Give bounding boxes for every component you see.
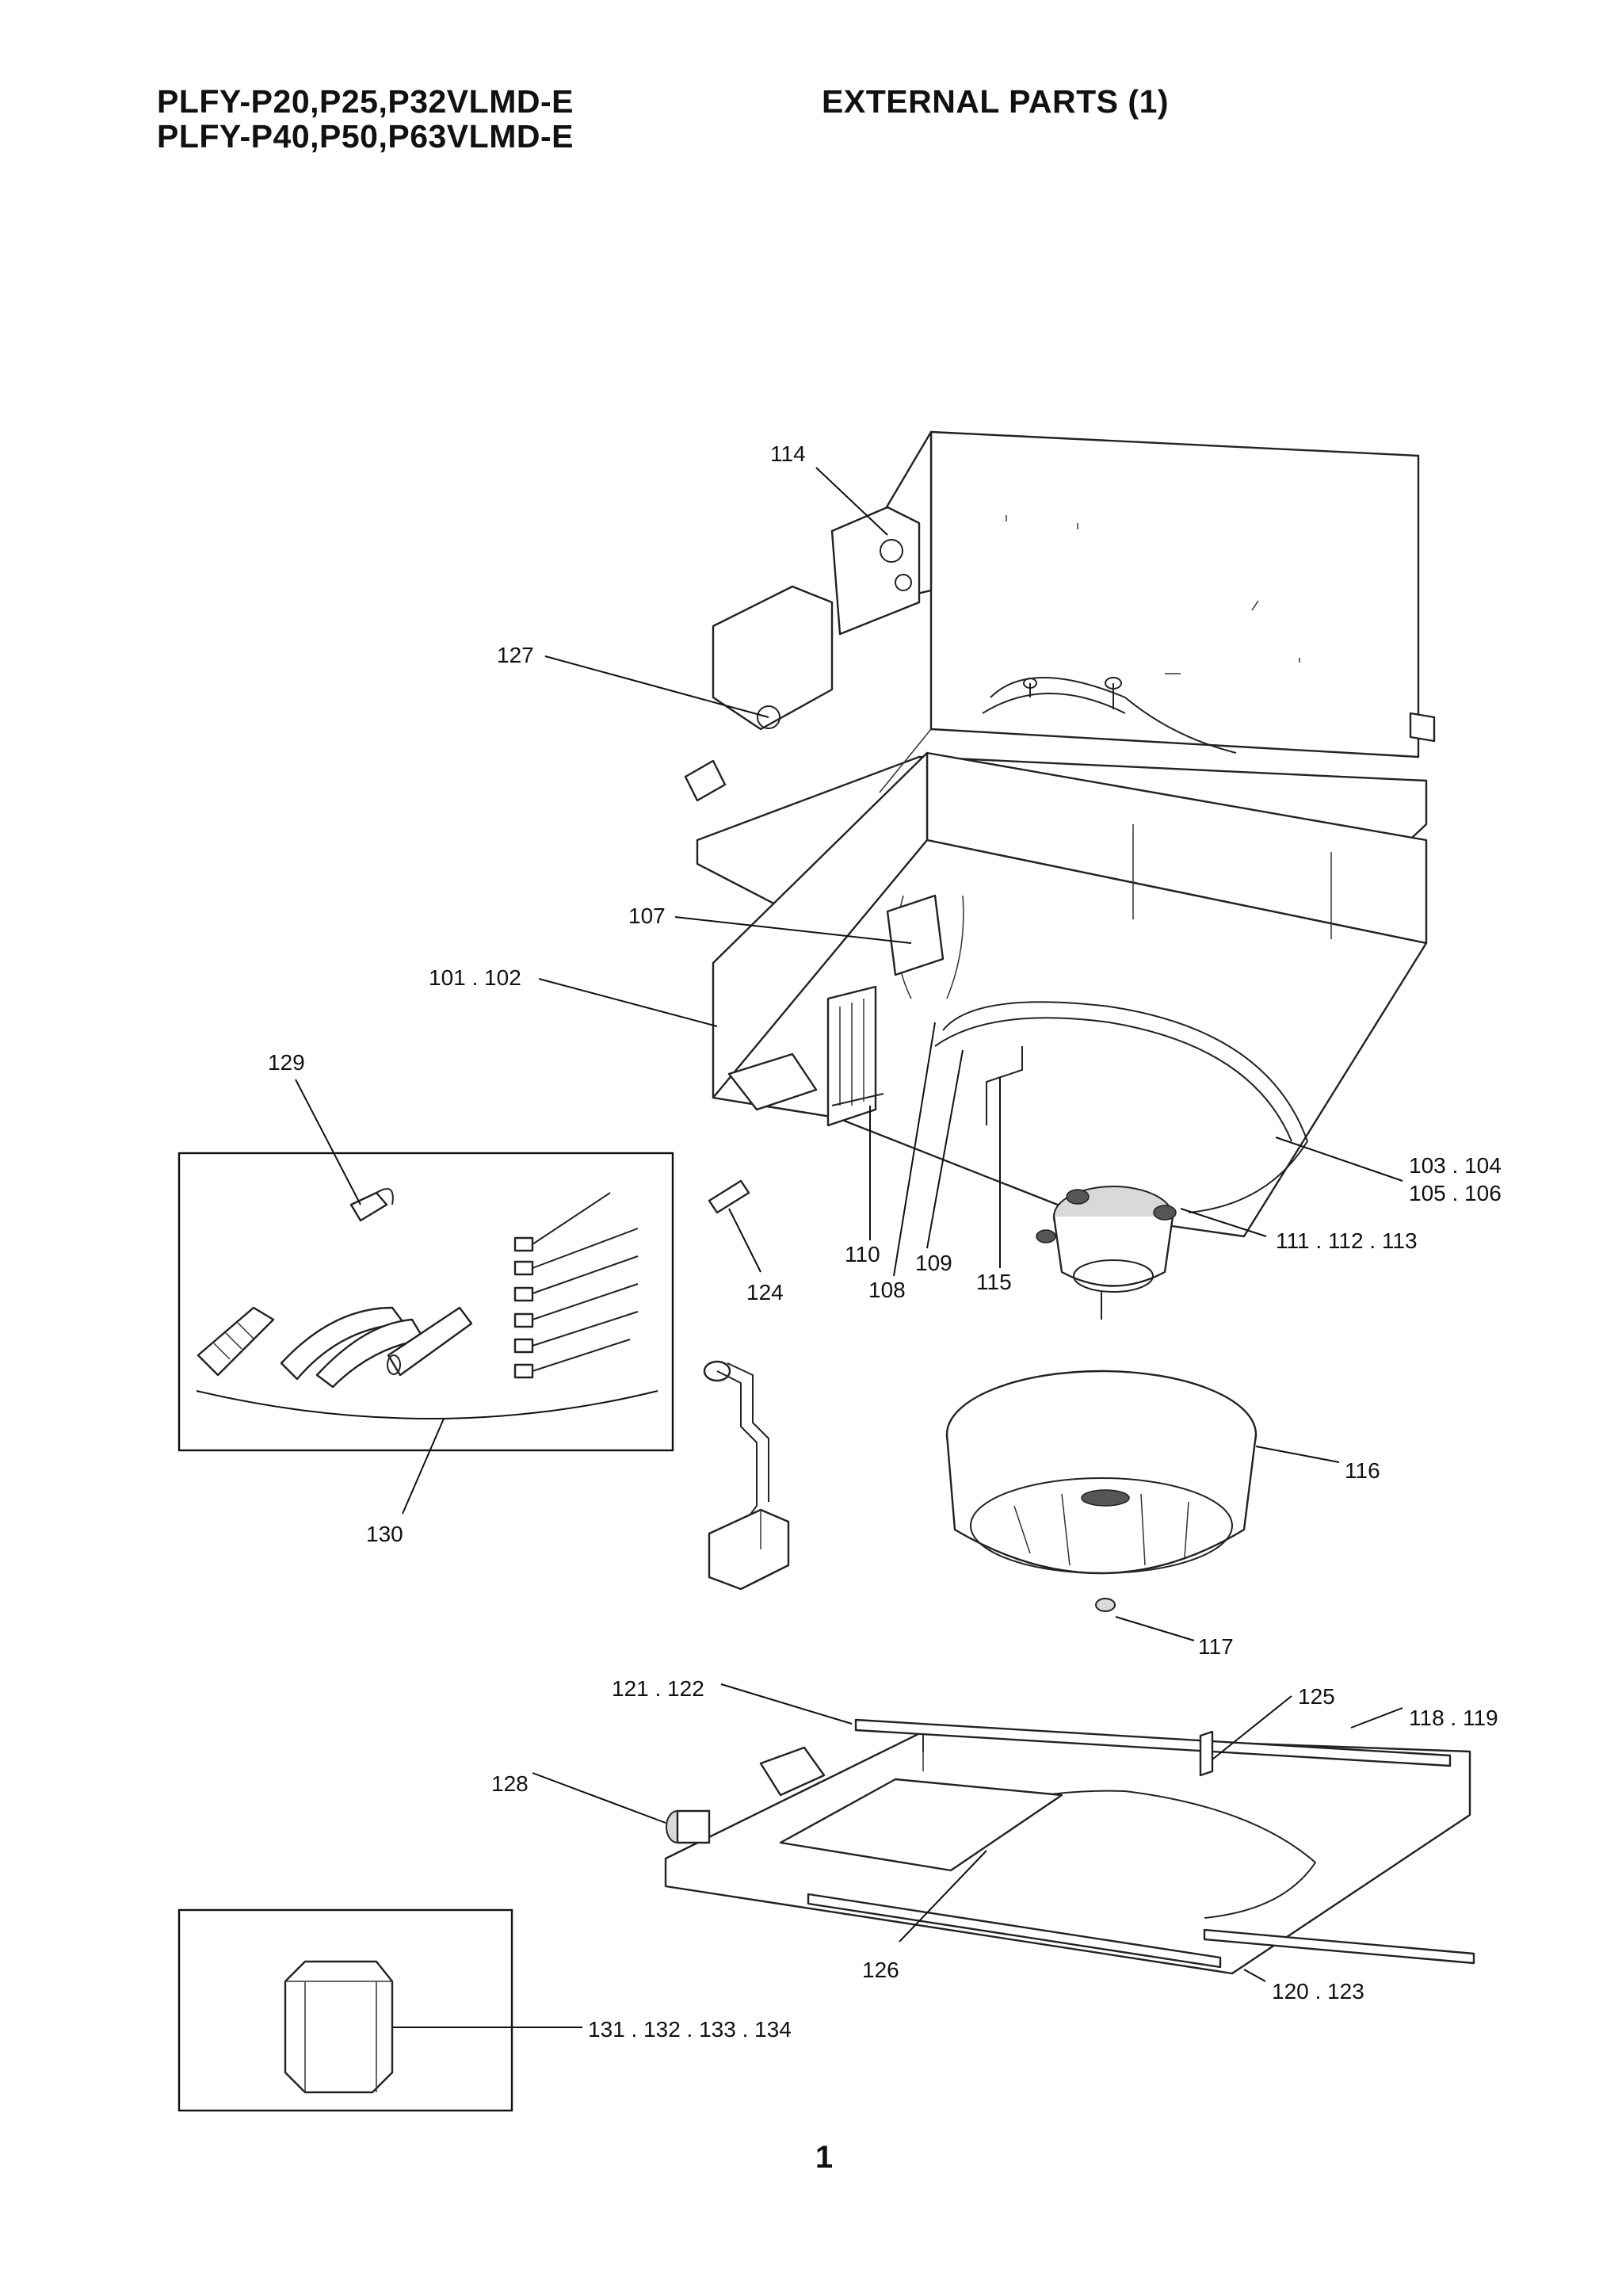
callout-127: 127 xyxy=(497,643,534,667)
callout-107: 107 xyxy=(628,904,666,928)
accessory-box xyxy=(177,1152,674,1452)
callout-101-102: 101 . 102 xyxy=(429,965,521,990)
callout-110: 110 xyxy=(845,1242,880,1266)
callout-114: 114 xyxy=(770,441,806,466)
model-line-1: PLFY-P20,P25,P32VLMD-E xyxy=(157,83,574,120)
callout-labels: 114 127 107 101 . 102 129 103 . 104 105 … xyxy=(268,441,1502,2042)
fan-wheel-drawing xyxy=(945,1370,1258,1612)
callout-124: 124 xyxy=(746,1280,784,1305)
callout-115: 115 xyxy=(976,1270,1012,1294)
callout-118-119: 118 . 119 xyxy=(1409,1706,1498,1730)
callout-126: 126 xyxy=(862,1958,899,1982)
page-number: 1 xyxy=(815,2140,834,2175)
callout-125: 125 xyxy=(1298,1684,1335,1709)
callout-105-106: 105 . 106 xyxy=(1409,1181,1502,1205)
callout-130: 130 xyxy=(366,1522,403,1546)
callout-108: 108 xyxy=(868,1278,906,1302)
callout-129: 129 xyxy=(268,1050,305,1075)
drain-pipe-drawing xyxy=(703,1360,790,1591)
callout-116: 116 xyxy=(1345,1458,1380,1483)
callout-103-104: 103 . 104 xyxy=(1409,1153,1502,1178)
callout-117: 117 xyxy=(1198,1634,1234,1659)
callout-111-112-113: 111 . 112 . 113 xyxy=(1276,1228,1418,1253)
callout-109: 109 xyxy=(915,1251,952,1275)
drain-pan-casing-drawing xyxy=(708,751,1428,1320)
section-title: EXTERNAL PARTS (1) xyxy=(822,83,1170,120)
callout-128: 128 xyxy=(491,1771,529,1796)
model-line-2: PLFY-P40,P50,P63VLMD-E xyxy=(157,118,574,155)
callout-131-134: 131 . 132 . 133 . 134 xyxy=(588,2017,792,2042)
bottom-frame-drawing xyxy=(664,1718,1475,1975)
flare-nut-box xyxy=(177,1908,513,2112)
callout-121-122: 121 . 122 xyxy=(612,1676,704,1701)
callout-120-123: 120 . 123 xyxy=(1272,1979,1364,2004)
leader-lines xyxy=(295,467,1403,2028)
